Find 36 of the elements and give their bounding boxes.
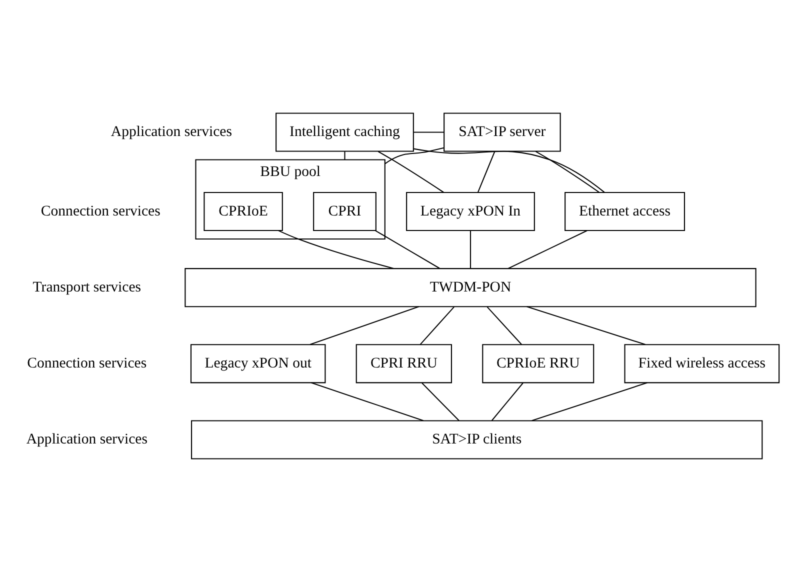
connector (311, 382, 424, 421)
label: Transport services (32, 278, 142, 295)
connector (486, 306, 522, 344)
node-box: Legacy xPON In (406, 191, 535, 231)
connector (420, 306, 454, 344)
node-box: CPRIoE (204, 191, 283, 231)
node-box: TWDM-PON (184, 268, 756, 307)
connector (375, 230, 440, 268)
connector (532, 382, 648, 421)
connector (508, 230, 588, 268)
node-box: SAT>IP clients (191, 420, 763, 459)
connector (310, 306, 419, 345)
connector (278, 230, 394, 268)
node-box: Fixed wireless access (624, 344, 780, 383)
node-box: CPRI (313, 191, 376, 231)
label: Connection services (27, 355, 147, 372)
connector (384, 146, 444, 164)
connector (491, 382, 524, 420)
connector (477, 150, 496, 192)
node-box: Ethernet access (564, 191, 686, 231)
node-box: SAT>IP server (444, 112, 561, 152)
connector (526, 306, 646, 345)
node-box: Intelligent caching (276, 112, 414, 152)
connector (470, 230, 472, 268)
node-box: CPRI RRU (356, 344, 452, 383)
label: Application services (26, 431, 148, 448)
connector (422, 382, 460, 420)
label: Connection services (40, 202, 160, 219)
connector (535, 150, 600, 192)
connector (414, 131, 444, 132)
connector (344, 151, 346, 160)
node-box: Legacy xPON out (190, 344, 326, 383)
connector (414, 148, 605, 192)
connector (378, 150, 444, 192)
label: Application services (110, 124, 232, 140)
node-box: CPRIoE RRU (482, 344, 594, 383)
